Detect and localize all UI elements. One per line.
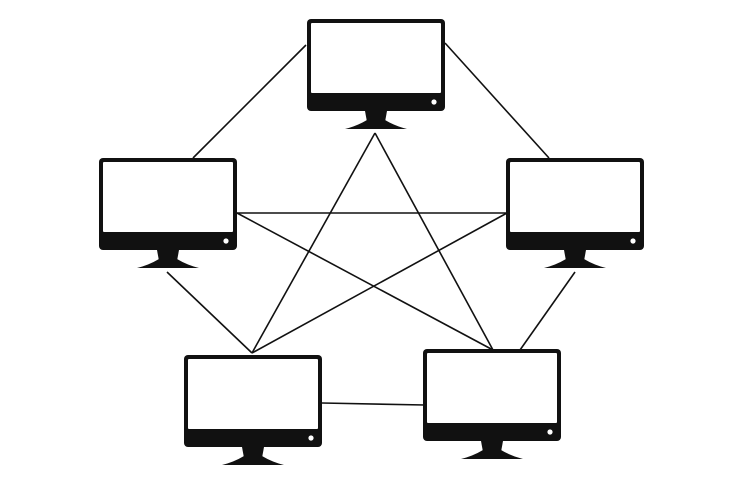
- network-links: [166, 42, 576, 406]
- link-bottom-left-bottom-right: [321, 402, 426, 406]
- link-right-bottom-right: [519, 271, 576, 351]
- link-top-bottom-right: [374, 132, 494, 351]
- link-top-bottom-left: [251, 132, 376, 354]
- link-left-bottom-right: [236, 212, 494, 351]
- link-top-left: [192, 44, 307, 159]
- link-left-bottom-left: [166, 271, 253, 354]
- link-top-right: [444, 42, 550, 159]
- link-right-bottom-left: [251, 212, 508, 354]
